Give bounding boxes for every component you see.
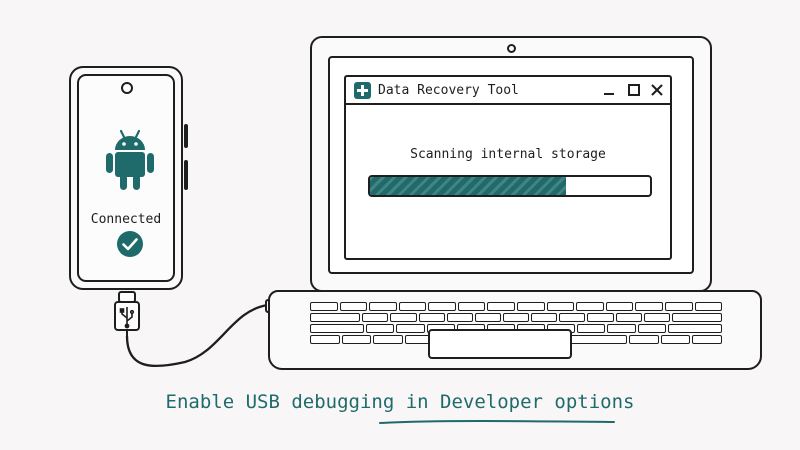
key — [474, 313, 501, 322]
key — [531, 313, 558, 322]
phone-camera — [121, 82, 133, 94]
key — [559, 313, 586, 322]
close-icon — [651, 84, 663, 96]
key — [546, 302, 575, 311]
connection-status-label: Connected — [90, 212, 162, 227]
android-icon — [106, 129, 154, 190]
key — [615, 313, 642, 322]
key — [366, 324, 395, 333]
smartphone: Connected — [69, 66, 188, 290]
key — [390, 313, 417, 322]
key — [487, 302, 516, 311]
key — [587, 313, 614, 322]
key — [629, 335, 659, 344]
key — [637, 324, 666, 333]
maximize-icon — [628, 84, 640, 96]
keyboard-row — [310, 302, 723, 311]
scan-status-text: Scanning internal storage — [410, 147, 606, 162]
key — [694, 302, 723, 311]
data-recovery-window: Data Recovery Tool Scanning internal sto… — [344, 75, 672, 260]
key — [577, 324, 606, 333]
laptop-base — [268, 290, 762, 370]
key — [660, 335, 691, 344]
key — [517, 302, 545, 311]
check-circle-icon — [117, 231, 143, 257]
key — [310, 335, 340, 344]
instruction-caption: Enable USB debugging in Developer option… — [0, 391, 800, 413]
key — [576, 302, 604, 311]
key — [607, 324, 636, 333]
key — [369, 302, 397, 311]
phone-screen: Connected — [77, 74, 175, 282]
caption-text: Enable USB debugging in Developer option… — [165, 391, 635, 413]
keyboard-row — [310, 313, 723, 322]
key — [692, 335, 723, 344]
key — [310, 313, 361, 322]
minimize-button[interactable] — [600, 81, 618, 99]
key — [446, 313, 473, 322]
phone-power-button — [184, 160, 188, 190]
key — [635, 302, 663, 311]
key — [418, 313, 445, 322]
key — [428, 302, 456, 311]
minimize-icon — [604, 93, 614, 95]
key — [373, 335, 403, 344]
key — [310, 324, 365, 333]
plus-square-icon — [354, 82, 371, 99]
key — [643, 313, 670, 322]
keyboard-row — [310, 324, 722, 333]
scan-progress-bar — [368, 175, 652, 197]
key — [339, 302, 368, 311]
key — [667, 324, 722, 333]
usb-symbol-icon — [119, 307, 135, 329]
close-button[interactable] — [648, 81, 666, 99]
key — [664, 302, 693, 311]
key — [396, 324, 425, 333]
window-titlebar[interactable]: Data Recovery Tool — [346, 77, 670, 105]
laptop-camera — [507, 44, 516, 53]
key — [605, 302, 634, 311]
key — [362, 313, 389, 322]
key — [341, 335, 372, 344]
key — [671, 313, 723, 322]
maximize-button[interactable] — [625, 81, 643, 99]
key — [310, 302, 338, 311]
scan-progress-fill — [370, 177, 566, 195]
trackpad — [428, 329, 572, 359]
phone-volume-button — [184, 124, 188, 148]
key — [457, 302, 486, 311]
key — [398, 302, 427, 311]
key — [502, 313, 530, 322]
window-title: Data Recovery Tool — [378, 83, 519, 98]
